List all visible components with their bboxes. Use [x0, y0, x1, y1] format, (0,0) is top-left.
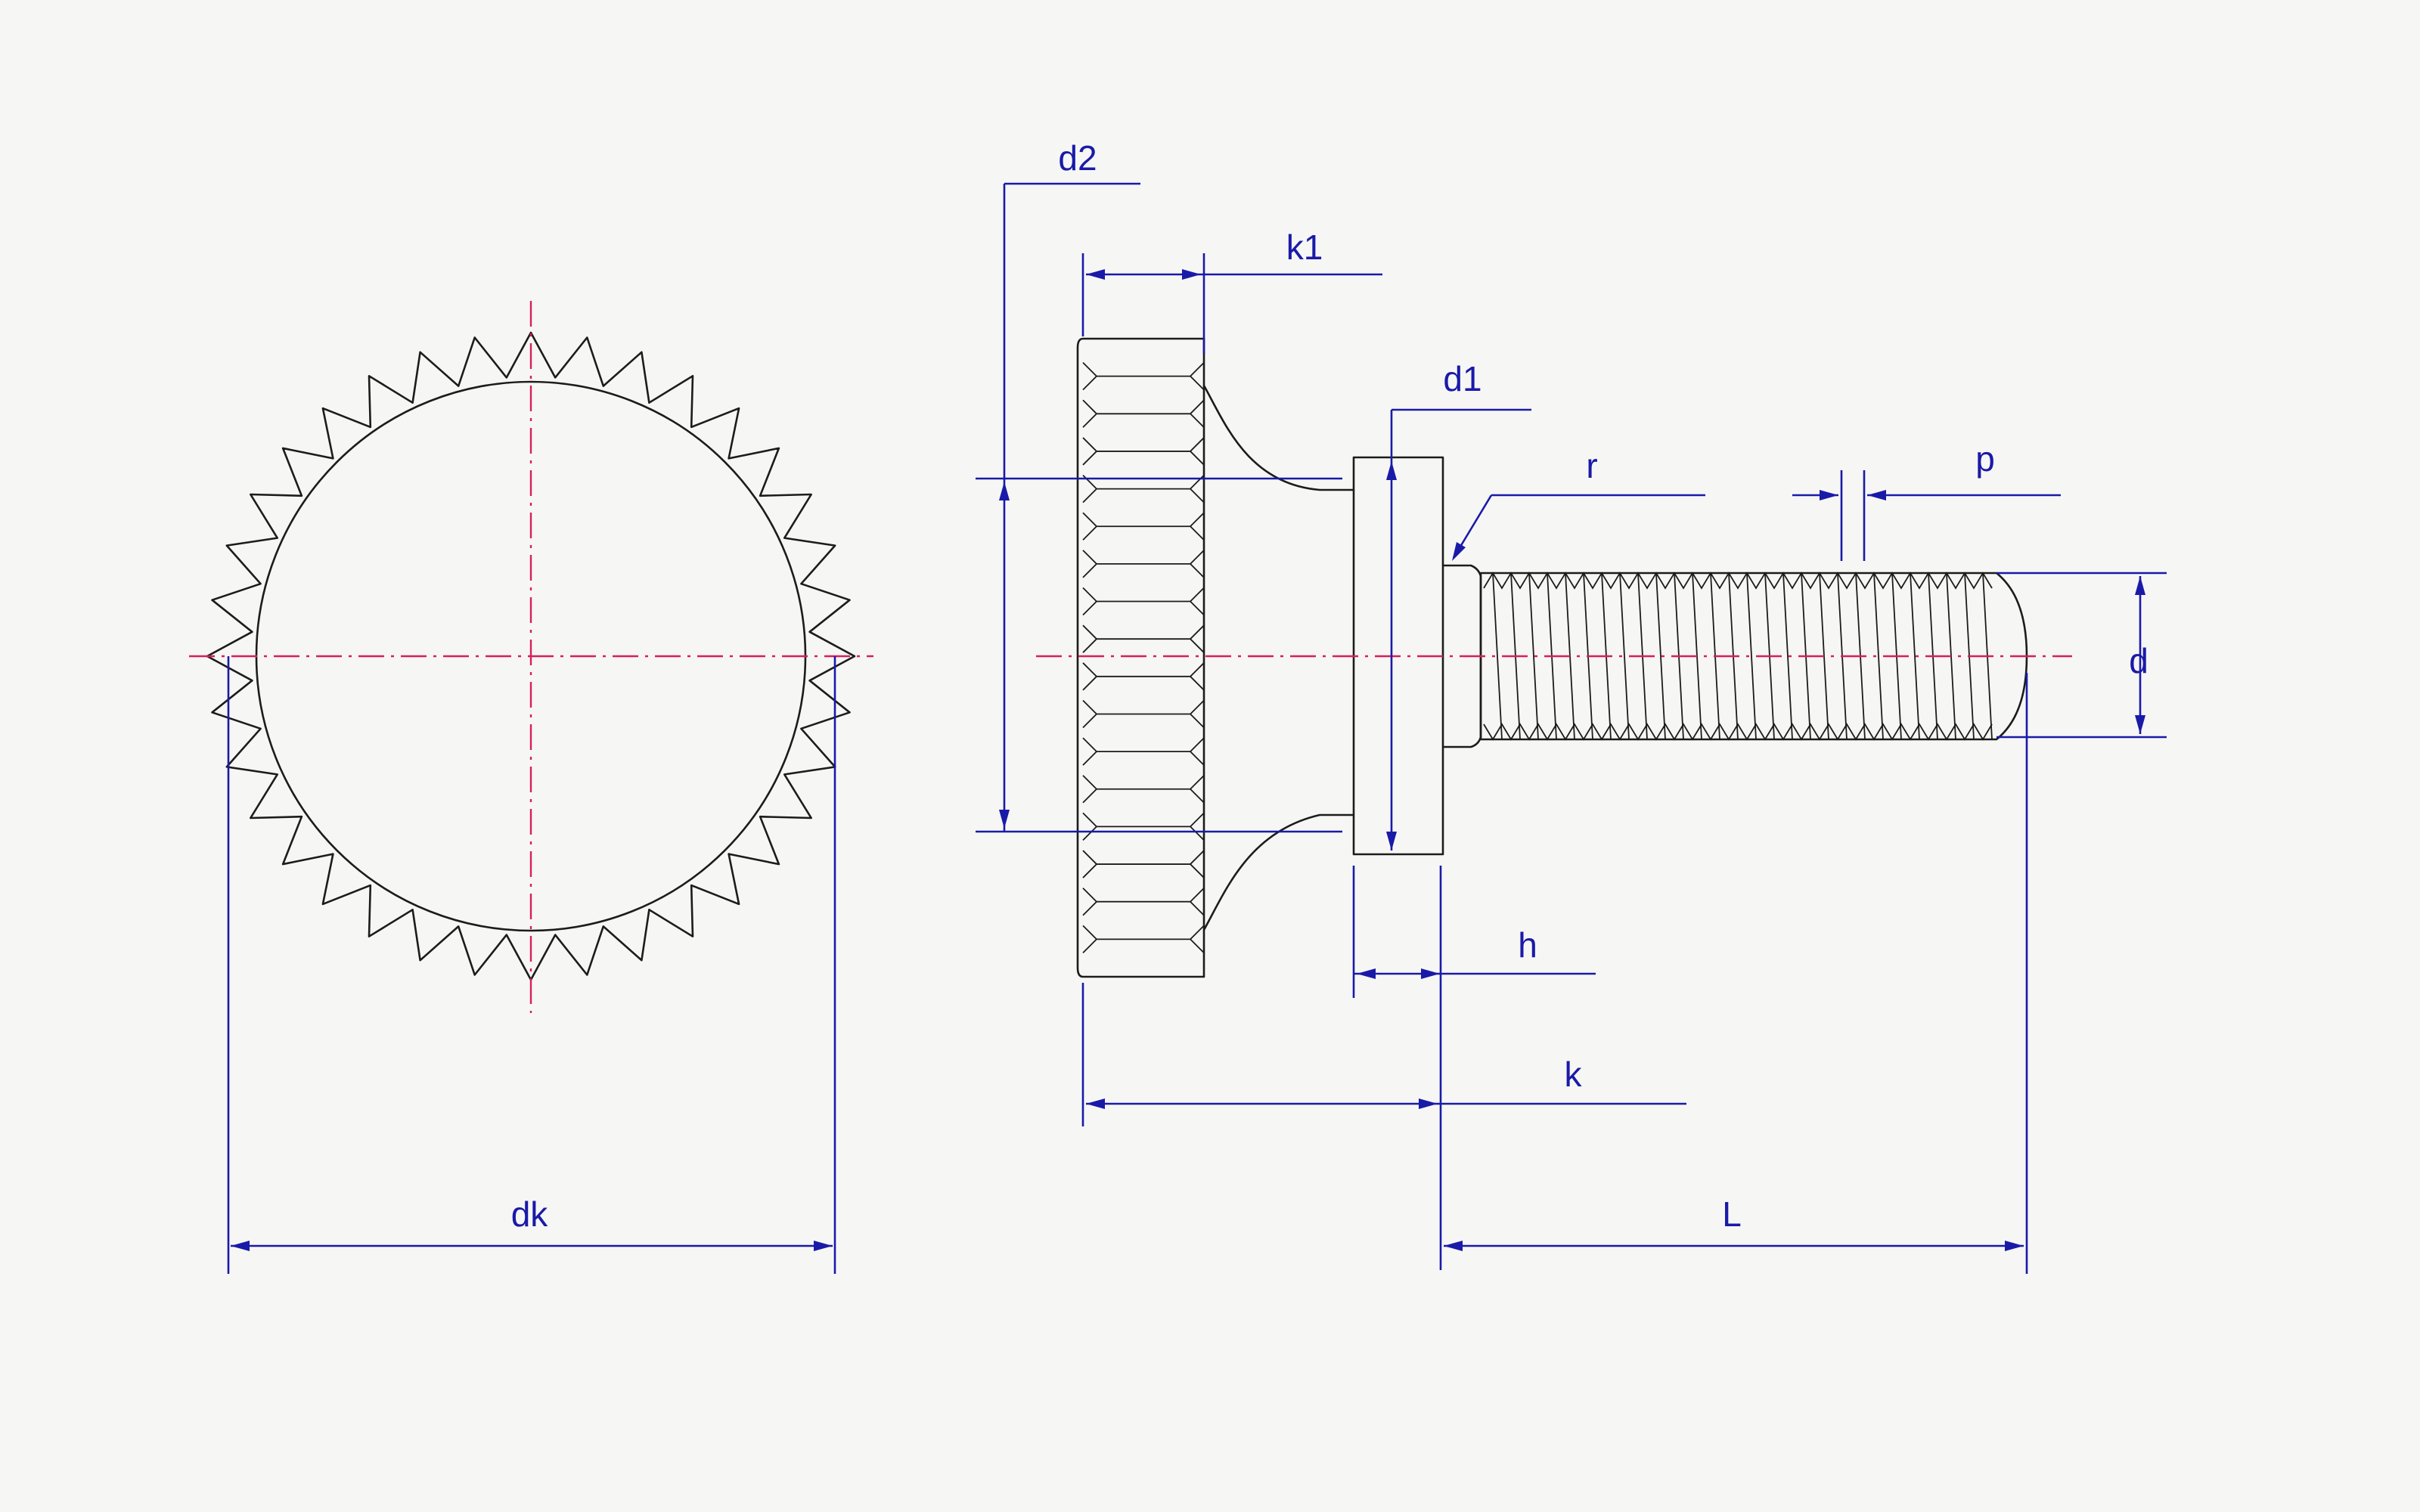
thread-crest-top [1483, 572, 1993, 590]
knurl-rib [1082, 550, 1205, 578]
knurl-rib [1082, 399, 1205, 428]
knurl-rib [1082, 888, 1205, 916]
dim-label-d1: d1 [1443, 359, 1481, 398]
dim-label-dk: dk [511, 1194, 549, 1234]
knurl-rib [1082, 362, 1205, 391]
thread-flank-line [1528, 572, 1539, 740]
thread-flank-line [1746, 572, 1757, 740]
knurl-rib [1082, 587, 1205, 616]
neck-fillet-lower [1202, 813, 1354, 931]
knurl-rib [1082, 662, 1205, 691]
dimensions: dk d2 k1 d1 r p [227, 138, 2167, 1274]
knurl-rib [1082, 850, 1205, 878]
dim-label-r: r [1586, 446, 1597, 485]
neck-fillet-upper [1202, 385, 1354, 491]
thread-flank-line [1619, 572, 1630, 740]
thread-crest-bottom [1483, 723, 1993, 741]
knurl-rib [1082, 512, 1205, 541]
knurl-rib [1082, 437, 1205, 466]
thread-flank-line [1492, 572, 1503, 740]
thread-flank-line [1910, 572, 1920, 740]
knurled-head-outline [1076, 337, 1205, 978]
knurl-rib [1082, 699, 1205, 729]
knurl-ribs [1082, 362, 1205, 953]
knurl-rib [1082, 812, 1205, 841]
front-view [189, 301, 873, 1013]
dim-label-k1: k1 [1286, 228, 1323, 267]
thread-flank-line [1782, 572, 1793, 740]
side-view [1036, 337, 2072, 978]
dim-label-p: p [1975, 439, 1995, 479]
dim-label-h: h [1518, 925, 1537, 965]
knurl-rib [1082, 775, 1205, 804]
thread-flank-line [1873, 572, 1884, 740]
dim-label-k: k [1565, 1055, 1583, 1094]
knurl-rib [1082, 624, 1205, 653]
knurl-rib [1082, 737, 1205, 766]
dim-label-d: d [2129, 641, 2149, 680]
dim-label-d2: d2 [1058, 138, 1097, 178]
dim-label-L: L [1722, 1194, 1742, 1234]
knurl-rib [1082, 925, 1205, 953]
knurl-rib [1082, 474, 1205, 503]
thread-flank-line [1655, 572, 1666, 740]
